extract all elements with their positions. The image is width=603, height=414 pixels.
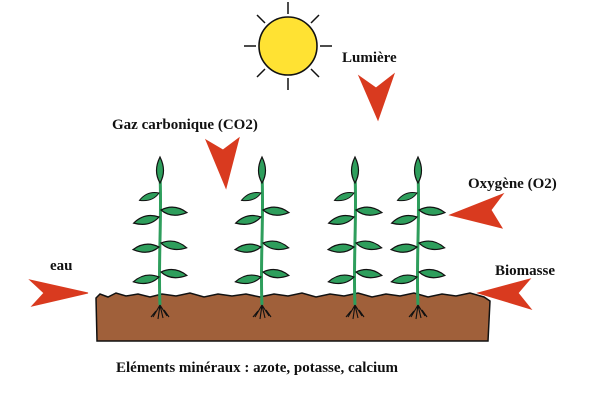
light-arrow-icon xyxy=(359,74,394,120)
o2-label: Oxygène (O2) xyxy=(468,177,557,192)
soil xyxy=(96,293,490,341)
minerals-label: Eléments minéraux : azote, potasse, calc… xyxy=(116,361,398,376)
sun-icon xyxy=(244,2,332,90)
biomass-label: Biomasse xyxy=(495,264,555,279)
light-label: Lumière xyxy=(342,51,397,66)
co2-arrow-icon xyxy=(206,138,239,188)
o2-arrow-icon xyxy=(450,194,503,228)
co2-label: Gaz carbonique (CO2) xyxy=(112,118,258,133)
water-arrow-icon xyxy=(30,280,88,306)
water-label: eau xyxy=(50,259,73,274)
